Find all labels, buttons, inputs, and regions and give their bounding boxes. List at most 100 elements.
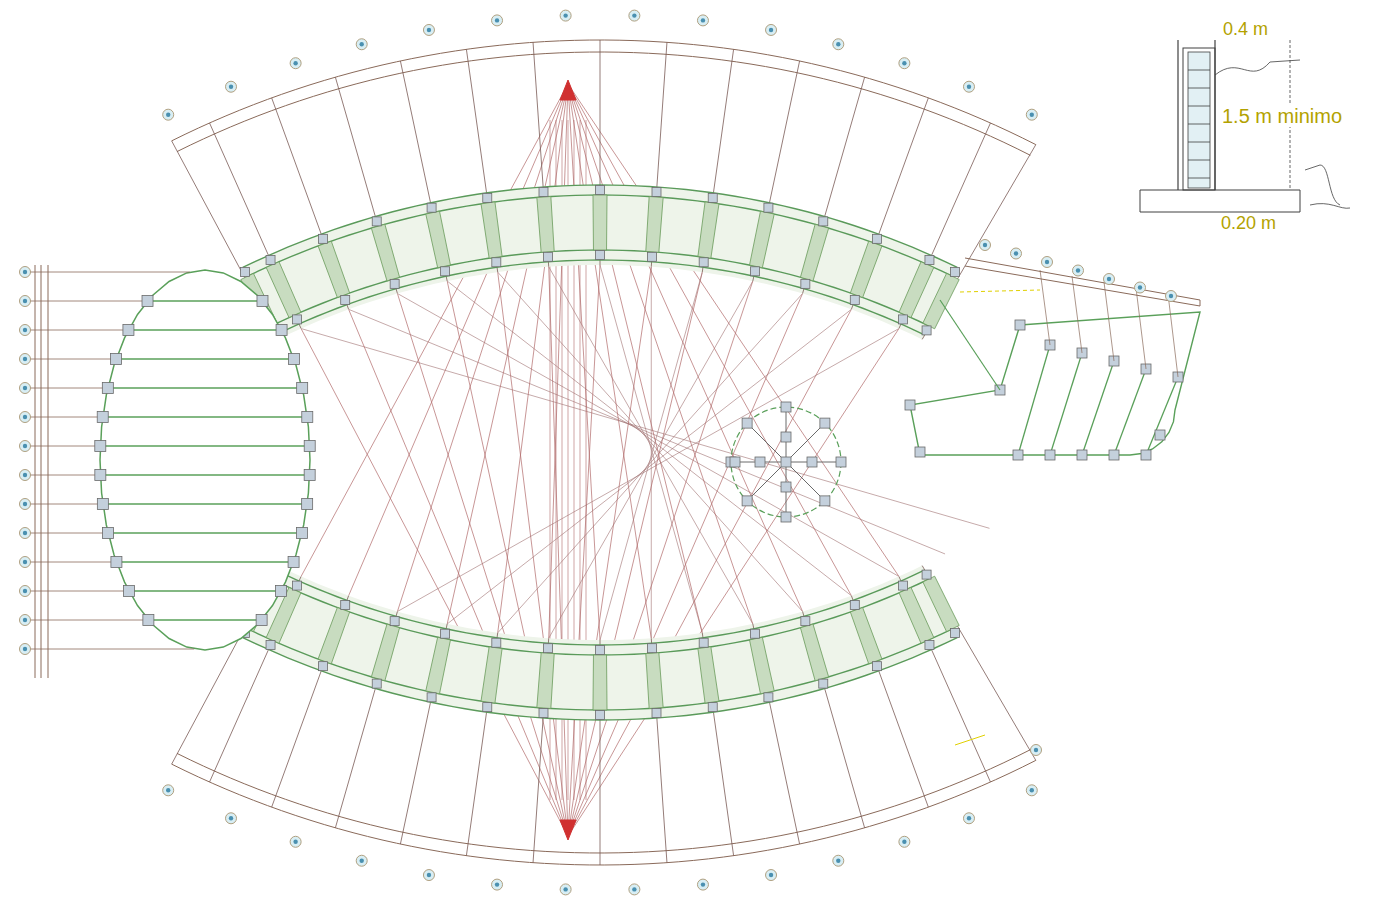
- column-square: [819, 679, 828, 688]
- column-marker-dot: [495, 882, 499, 886]
- column-marker: [20, 499, 31, 510]
- column-square: [836, 457, 846, 467]
- column-square: [781, 482, 791, 492]
- column-marker: [1011, 248, 1022, 259]
- edge-arc: [172, 760, 1036, 865]
- fan-line: [301, 84, 568, 576]
- cross-beam: [646, 653, 663, 709]
- column-square: [492, 638, 501, 647]
- column-square: [143, 615, 154, 626]
- column-marker: [290, 836, 301, 847]
- slab: [1140, 190, 1300, 212]
- column-marker: [629, 884, 640, 895]
- cross-beam: [426, 637, 451, 694]
- column-square: [1109, 450, 1119, 460]
- column-square: [441, 267, 450, 276]
- cross-beam: [481, 202, 502, 258]
- spoke: [786, 462, 825, 501]
- grid-line: [25, 359, 116, 360]
- column-marker: [899, 836, 910, 847]
- column-square: [1077, 450, 1087, 460]
- column-square: [296, 528, 307, 539]
- column-square: [801, 617, 810, 626]
- column-marker: [423, 870, 434, 881]
- ground-line: [1215, 60, 1300, 75]
- beam-arc: [271, 250, 929, 326]
- column-square: [142, 296, 153, 307]
- column-marker: [492, 15, 503, 26]
- column-marker-dot: [229, 816, 233, 820]
- column-marker-dot: [23, 328, 27, 332]
- grid-line: [25, 620, 148, 621]
- column-square: [95, 441, 106, 452]
- column-square: [755, 457, 765, 467]
- column-marker: [492, 879, 503, 890]
- column-square: [596, 646, 605, 655]
- cross-beam: [646, 197, 663, 253]
- column-square: [240, 267, 249, 276]
- cross-beam: [537, 197, 554, 253]
- ladder-rung: [1188, 106, 1210, 107]
- right-wing: [905, 240, 1200, 756]
- fan-line: [549, 281, 753, 638]
- beam-arc: [247, 629, 953, 710]
- cross-beam: [481, 647, 502, 703]
- column-square: [873, 234, 882, 243]
- beam-arc: [243, 185, 958, 267]
- column-marker-dot: [360, 42, 364, 46]
- column-square: [297, 383, 308, 394]
- column-marker: [560, 884, 571, 895]
- column-marker: [1031, 745, 1042, 756]
- column-marker: [697, 879, 708, 890]
- edge-line: [965, 258, 1200, 306]
- column-marker-dot: [166, 112, 170, 116]
- column-square: [750, 267, 759, 276]
- column-square: [820, 418, 830, 428]
- left-section: [20, 265, 316, 678]
- edge-arc: [172, 40, 1036, 145]
- radial-line: [899, 576, 991, 782]
- column-square: [801, 279, 810, 288]
- ladder: [1188, 52, 1210, 188]
- column-square: [850, 295, 859, 304]
- column-marker-dot: [632, 887, 636, 891]
- column-marker-dot: [836, 859, 840, 863]
- column-marker-dot: [23, 386, 27, 390]
- ladder-rung: [1188, 178, 1210, 179]
- column-marker-dot: [1034, 748, 1038, 752]
- column-marker: [20, 586, 31, 597]
- column-square: [764, 693, 773, 702]
- beam-arc: [276, 260, 925, 335]
- grid-line: [25, 417, 103, 418]
- column-square: [819, 217, 828, 226]
- column-square: [95, 470, 106, 481]
- column-marker: [1135, 282, 1146, 293]
- column-marker: [356, 855, 367, 866]
- column-square: [318, 662, 327, 671]
- fan-line: [568, 84, 899, 576]
- column-square: [699, 638, 708, 647]
- fan-line: [568, 84, 753, 624]
- grid-line: [1168, 294, 1178, 377]
- column-square: [951, 267, 960, 276]
- grid-line: [25, 533, 108, 534]
- fan-line: [498, 293, 803, 632]
- column-square: [111, 354, 122, 365]
- column-marker: [20, 528, 31, 539]
- beam-line: [148, 619, 261, 620]
- cross-beam: [750, 637, 775, 694]
- column-square: [742, 496, 752, 506]
- column-square: [97, 412, 108, 423]
- column-marker-dot: [1014, 251, 1018, 255]
- cross-beam: [698, 647, 719, 703]
- column-marker: [20, 470, 31, 481]
- spoke: [747, 423, 786, 462]
- fan-line: [498, 272, 568, 836]
- cross-beam: [800, 624, 828, 681]
- fan-line: [651, 267, 652, 638]
- column-marker: [356, 39, 367, 50]
- column-square: [652, 187, 661, 196]
- column-marker: [20, 615, 31, 626]
- cross-beam: [850, 241, 882, 297]
- column-marker-dot: [1169, 294, 1173, 298]
